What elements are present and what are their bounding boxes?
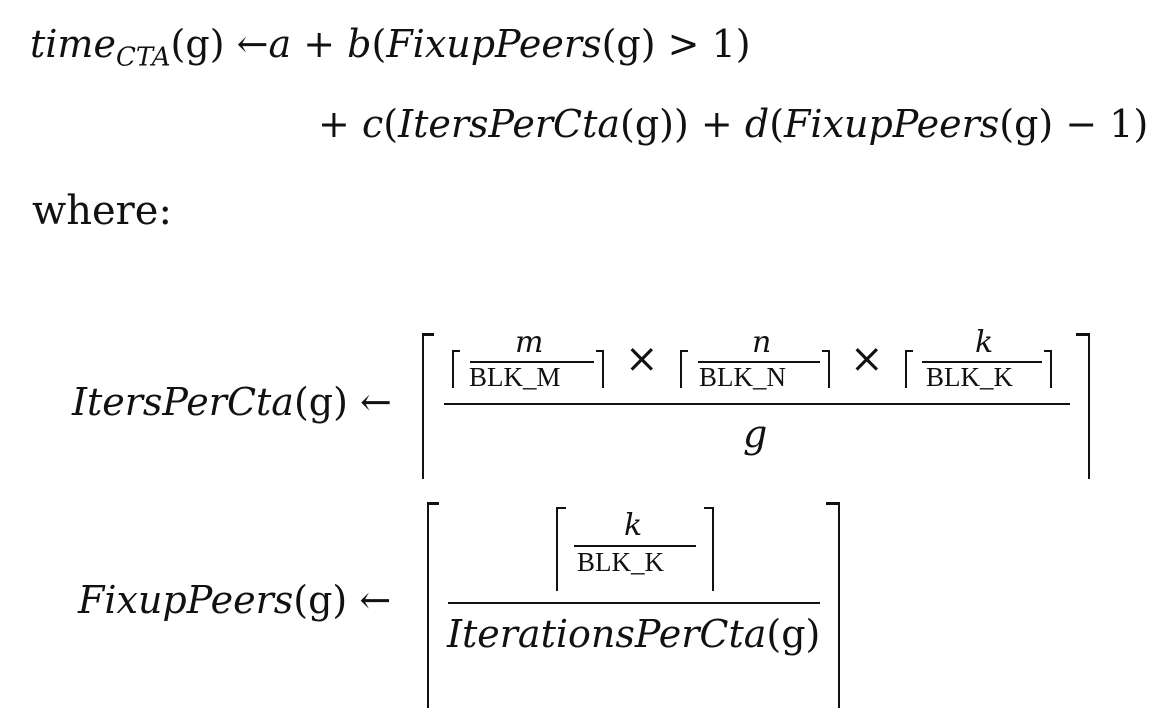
blk-k-label: BLK_K [926,362,1013,392]
m-variable: m [515,325,544,360]
g-argument-2: (g) [601,22,656,66]
k-fraction-bar [922,361,1042,363]
outer-ceil-right-top-eq2 [826,502,838,505]
open-paren-c: ( [383,102,399,146]
iters-per-cta-name: ItersPerCta [72,380,294,424]
outer-ceil-right-eq2 [828,502,840,708]
outer-ceil-left-eq2 [427,502,439,708]
outer-ceil-right-eq1 [1078,333,1090,479]
fixup-peers-name: FixupPeers [78,578,294,622]
ceil-m-right [596,350,604,388]
outer-ceil-left-top-eq1 [422,333,434,336]
iterations-per-cta-name: IterationsPerCta [447,612,767,656]
plus-sign: + [303,22,336,66]
outer-ceil-left-eq1 [422,333,434,479]
iterations-per-cta-arg: (g) [766,612,821,656]
coef-d: d [744,102,770,146]
open-paren: ( [371,22,387,66]
blk-n-label: BLK_N [699,362,786,392]
iters-per-cta-arg: (g) [293,380,348,424]
plus-sign-d: + [700,102,733,146]
blk-k-label-eq2: BLK_K [577,547,664,577]
equation-line-2: + c(ItersPerCta(g)) + d(FixupPeers(g) − … [318,102,1148,146]
left-arrow: ← [236,22,269,66]
outer-ceil-left-top-eq2 [427,502,439,505]
where-label: where: [32,188,172,234]
fixup-peers-arg: (g) [293,578,348,622]
coef-a: a [268,22,292,66]
k-variable: k [975,325,994,360]
m-fraction-bar [470,361,594,363]
k-variable-eq2: k [624,508,643,543]
fixup-peers-term: FixupPeers [386,22,602,66]
times-1: × [625,336,659,382]
plus-sign-c: + [318,102,350,146]
ceil-n-left [680,350,688,388]
outer-ceil-right-top-eq1 [1076,333,1088,336]
coef-c: c [361,102,384,146]
denominator-g: g [743,412,768,456]
fixup-peers-term-2: FixupPeers [784,102,1000,146]
minus-sign: − [1065,102,1098,146]
ceil-k-left [905,350,913,388]
g-argument-c: (g)) [620,102,689,146]
n-variable: n [752,325,772,360]
equation-line-1: timeCTA(g) ←a + b(FixupPeers(g) > 1) [30,22,751,73]
blk-m-label: BLK_M [469,362,561,392]
fixup-peers-lhs: FixupPeers(g) ← [78,578,391,622]
one-close: 1) [711,22,751,66]
cta-subscript: CTA [115,42,171,73]
left-arrow-eq1: ← [360,380,392,424]
left-arrow-eq2: ← [359,578,392,622]
iters-per-cta-lhs: ItersPerCta(g) ← [72,380,392,424]
main-fraction-bar-eq1 [444,403,1070,405]
g-argument: (g) [170,22,225,66]
denominator-eq2: IterationsPerCta(g) [447,612,820,656]
n-fraction-bar [698,361,820,363]
main-fraction-bar-eq2 [448,602,820,604]
open-paren-d: ( [769,102,785,146]
greater-than: > [667,22,700,66]
one-close-d: 1) [1109,102,1149,146]
ceil-m-left [452,350,460,388]
ceil-k-right [1044,350,1052,388]
iters-per-cta-term: ItersPerCta [398,102,621,146]
coef-b: b [347,22,372,66]
time-symbol: time [30,22,116,66]
k-fraction-bar-eq2 [574,545,696,547]
inner-ceil-left-eq2 [556,507,566,591]
ceil-n-right [822,350,830,388]
inner-ceil-right-eq2 [704,507,714,591]
times-2: × [850,336,884,382]
g-argument-d: (g) [999,102,1054,146]
